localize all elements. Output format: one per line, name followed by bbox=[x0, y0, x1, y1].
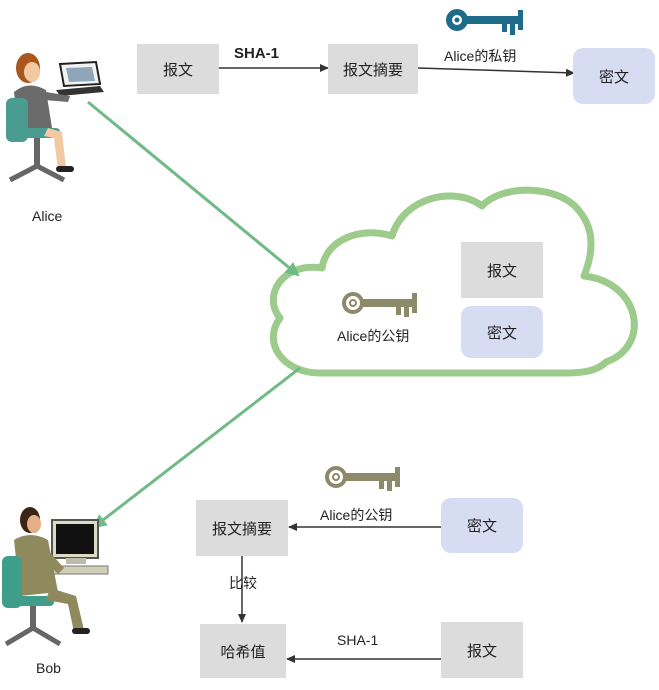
verify-algorithm-label: SHA-1 bbox=[337, 632, 379, 648]
public-key-icon bbox=[342, 292, 417, 317]
cloud-public-key-label: Alice的公钥 bbox=[337, 328, 410, 344]
sign-message-box: 报文 bbox=[137, 44, 219, 94]
sign-digest-box: 报文摘要 bbox=[328, 44, 418, 94]
hash-value-box: 哈希值 bbox=[200, 624, 286, 678]
transit-message-box: 报文 bbox=[461, 242, 543, 298]
verify-digest-box: 报文摘要 bbox=[196, 500, 288, 556]
alice-name: Alice bbox=[32, 208, 63, 224]
verify-message-box: 报文 bbox=[441, 622, 523, 678]
digest-to-cipher-arrow bbox=[417, 67, 575, 77]
private-key-label: Alice的私钥 bbox=[444, 48, 517, 64]
compare-label: 比较 bbox=[229, 575, 257, 591]
bob-name: Bob bbox=[36, 660, 61, 676]
person-at-laptop-icon bbox=[6, 53, 104, 183]
alice-to-cloud-arrow bbox=[87, 100, 300, 277]
sign-algorithm-label: SHA-1 bbox=[234, 45, 280, 62]
person-at-computer-icon bbox=[2, 507, 109, 647]
transit-cipher-box: 密文 bbox=[461, 306, 543, 358]
public-key-icon bbox=[325, 466, 400, 491]
private-key-icon bbox=[446, 9, 523, 35]
cloud-to-bob-arrow bbox=[92, 366, 301, 529]
verify-cipher-box: 密文 bbox=[441, 498, 523, 553]
sign-cipher-box: 密文 bbox=[573, 48, 655, 104]
bottom-public-key-label: Alice的公钥 bbox=[320, 507, 393, 523]
cloud-shape bbox=[269, 186, 638, 377]
